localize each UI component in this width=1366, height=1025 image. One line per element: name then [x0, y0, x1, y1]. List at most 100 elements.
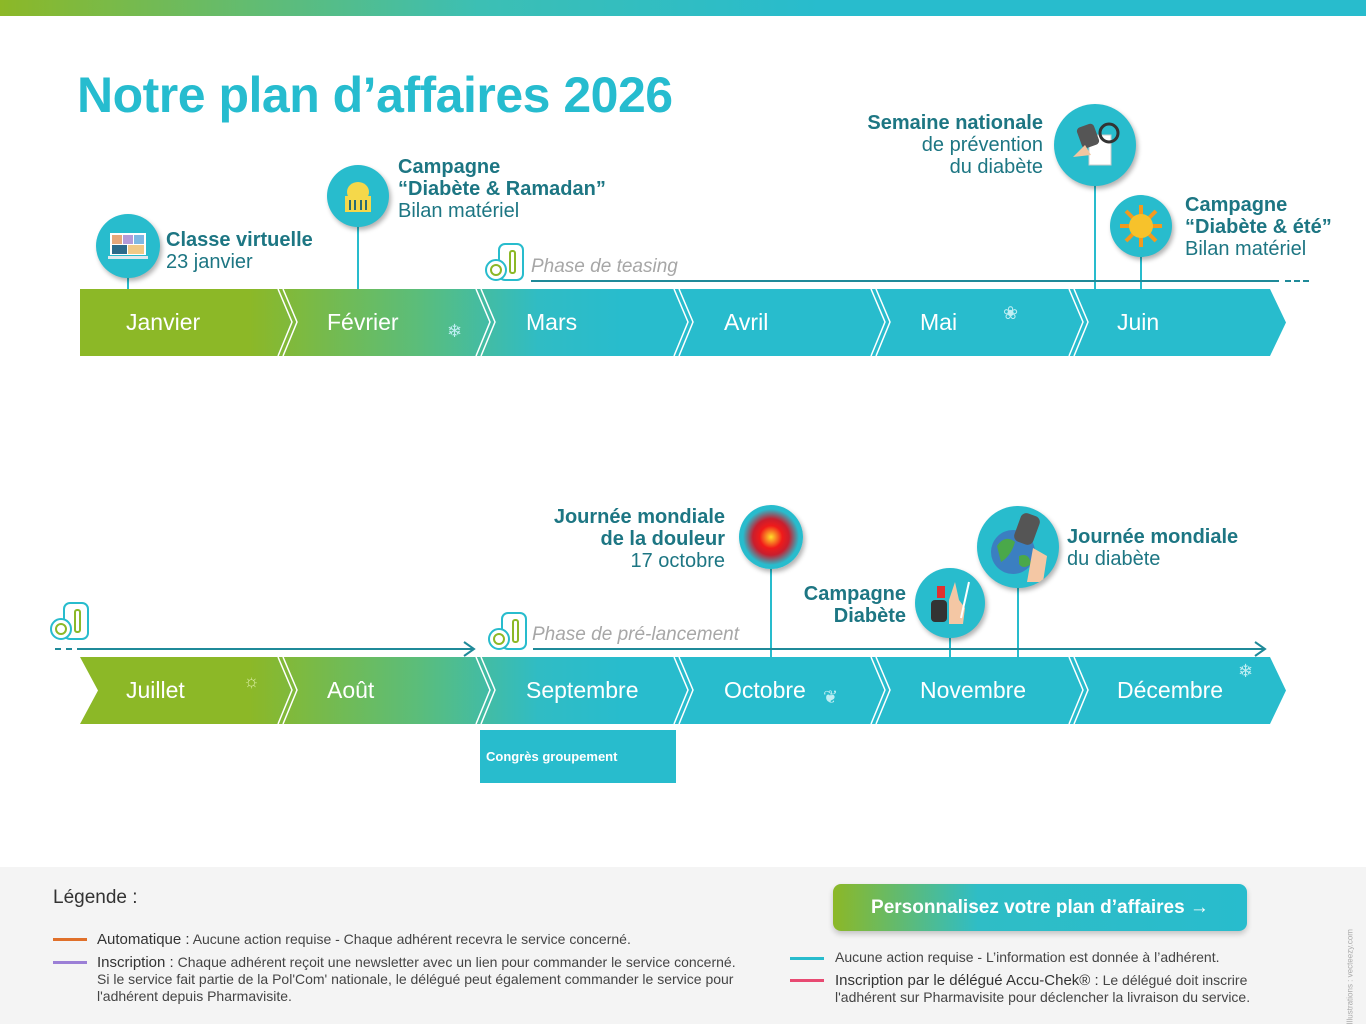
month-separator	[870, 657, 891, 724]
event-title: Classe virtuelle	[166, 229, 313, 251]
month-separator	[673, 289, 694, 356]
arrowhead-icon	[463, 641, 476, 657]
event-title: “Diabète & Ramadan”	[398, 178, 606, 200]
phase-dashed-start	[55, 648, 83, 650]
event-diabete-ete: Campagne“Diabète & été”Bilan matériel	[1185, 194, 1332, 260]
page-title: Notre plan d’affaires 2026	[77, 67, 673, 123]
legend-label: Automatique :	[97, 931, 190, 948]
legend-label: Inscription :	[97, 954, 174, 971]
timeline-row-2: Juillet Août Septembre Octobre Novembre …	[80, 657, 1286, 724]
phase-teasing-continuation	[1285, 280, 1309, 282]
month-separator	[277, 289, 298, 356]
snowflake-icon: ❄	[1238, 661, 1254, 681]
phase-teasing-line	[531, 280, 1279, 282]
legend-label: Inscription par le délégué Accu-Chek® :	[835, 972, 1099, 989]
event-ramadan: Campagne“Diabète & Ramadan”Bilan matérie…	[398, 156, 606, 222]
legend-swatch-orange	[53, 938, 87, 941]
illustrations-credit: Illustrations : vecteezy.com	[1345, 929, 1355, 1025]
event-stem	[949, 630, 951, 658]
month-decembre: Décembre	[1117, 677, 1224, 703]
sun-outline-icon: ☼	[243, 671, 260, 691]
legend-text: Aucune action requise - Chaque adhérent …	[192, 931, 631, 947]
event-title: Journée mondiale	[553, 506, 725, 528]
legend-text: Aucune action requise - L’information es…	[835, 949, 1220, 965]
legend-item-automatique: Automatique : Aucune action requise - Ch…	[97, 931, 631, 948]
legend-item-inscription: Inscription : Chaque adhérent reçoit une…	[97, 954, 777, 1005]
legend-text: Chaque adhérent reçoit une newsletter av…	[177, 954, 736, 970]
event-title: Campagne	[398, 156, 501, 178]
event-title: Campagne	[1185, 194, 1288, 216]
event-stem	[357, 220, 359, 290]
event-title: “Diabète & été”	[1185, 216, 1332, 238]
event-stem	[770, 560, 772, 658]
month-separator	[1068, 289, 1089, 356]
month-separator	[475, 289, 496, 356]
month-avril: Avril	[724, 309, 769, 335]
month-juillet: Juillet	[126, 677, 185, 703]
finger-prick-icon	[915, 568, 985, 638]
month-juin: Juin	[1117, 309, 1160, 335]
phase-prelancement-label: Phase de pré-lancement	[532, 624, 740, 645]
glucometer-kit-icon	[50, 602, 90, 647]
legend-text: Si le service fait partie de la Pol'Com'…	[97, 971, 734, 987]
phase-prelancement-line	[533, 648, 1265, 650]
glucometer-magnifier-icon	[1054, 104, 1136, 186]
legend-item-inscription-delegue: Inscription par le délégué Accu-Chek® : …	[835, 972, 1275, 1006]
sun-icon	[1110, 195, 1172, 257]
month-separator	[673, 657, 694, 724]
event-stem	[1094, 180, 1096, 290]
month-octobre: Octobre	[724, 677, 806, 703]
glucometer-kit-icon	[488, 612, 528, 657]
pain-target-icon	[739, 505, 803, 569]
timeline-row-1: Janvier Février Mars Avril Mai Juin ❄ ❀	[80, 289, 1286, 356]
month-aout: Août	[327, 677, 375, 703]
legend-text: l'adhérent depuis Pharmavisite.	[97, 988, 292, 1004]
legend-text: l'adhérent sur Pharmavisite pour déclenc…	[835, 989, 1251, 1005]
month-janvier: Janvier	[126, 309, 201, 335]
month-mars: Mars	[526, 309, 578, 335]
event-title: Semaine nationale	[867, 112, 1043, 134]
month-separator	[277, 657, 298, 724]
event-title: Diabète	[833, 605, 906, 627]
month-mai: Mai	[920, 309, 958, 335]
event-title: de la douleur	[600, 528, 725, 550]
event-stem	[1017, 580, 1019, 658]
event-stem	[127, 270, 129, 290]
personalize-plan-button[interactable]: Personnalisez votre plan d’affaires →	[833, 884, 1247, 931]
month-septembre: Septembre	[526, 677, 639, 703]
flower-icon: ❀	[1003, 303, 1019, 323]
event-subtitle: Bilan matériel	[1185, 238, 1307, 260]
legend-swatch-pink	[790, 979, 824, 982]
phase-teasing-line-continued	[83, 648, 473, 650]
event-subtitle: du diabète	[1067, 548, 1161, 570]
legend-text: Le délégué doit inscrire	[1102, 972, 1248, 988]
globe-glucometer-icon	[977, 506, 1059, 588]
event-subtitle: Bilan matériel	[398, 200, 520, 222]
event-date: 23 janvier	[166, 251, 253, 273]
mosque-icon	[327, 165, 389, 227]
event-subtitle: du diabète	[949, 156, 1043, 178]
event-title: Campagne	[803, 583, 906, 605]
video-conference-icon	[96, 214, 160, 278]
snowflake-icon: ❄	[447, 321, 463, 341]
legend-swatch-cyan	[790, 957, 824, 960]
month-novembre: Novembre	[920, 677, 1027, 703]
top-gradient-bar	[0, 0, 1366, 16]
event-subtitle: de prévention	[921, 134, 1043, 156]
phase-teasing-label: Phase de teasing	[531, 256, 678, 277]
event-stem	[1140, 250, 1142, 290]
legend-title: Légende :	[53, 887, 138, 908]
month-separator	[475, 657, 496, 724]
event-date: 17 octobre	[630, 550, 725, 572]
month-fevrier: Février	[327, 309, 399, 335]
legend-item-information: Aucune action requise - L’information es…	[835, 949, 1219, 966]
leaf-icon: ❦	[823, 687, 839, 707]
glucometer-kit-icon	[485, 243, 525, 288]
month-separator	[870, 289, 891, 356]
legend-swatch-purple	[53, 961, 87, 964]
